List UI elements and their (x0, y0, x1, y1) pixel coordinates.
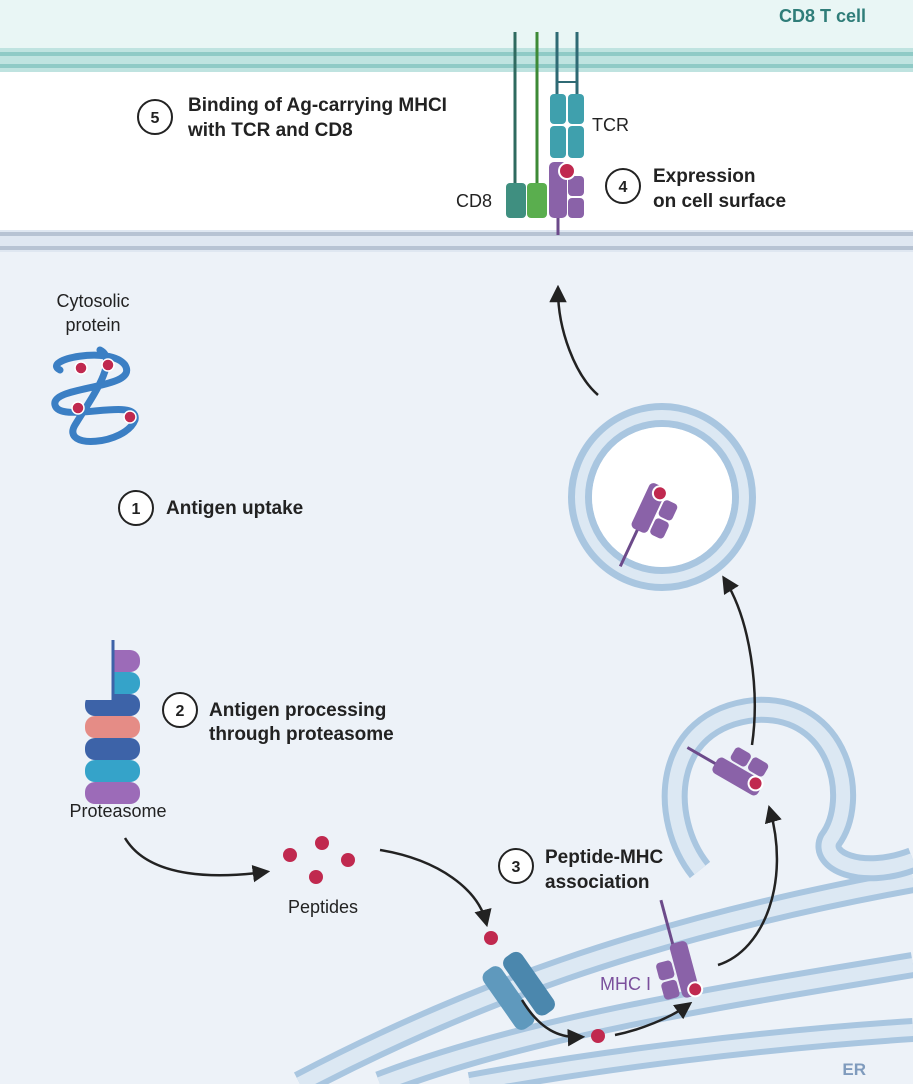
step-2-label-line2: through proteasome (209, 724, 394, 745)
step-4-number: 4 (619, 179, 628, 196)
peptides-label: Peptides (288, 897, 358, 917)
er-mhc-molecule (656, 899, 704, 1000)
arrow-vesicle-to-surface (549, 284, 599, 396)
cd8-label: CD8 (456, 191, 492, 211)
arrow-bud-to-vesicle (722, 575, 756, 746)
proteasome-icon (85, 640, 140, 804)
tcell-membrane-line-1 (0, 52, 913, 56)
step-3-label-line2: association (545, 872, 650, 893)
extracellular-space (0, 72, 913, 230)
apc-membrane-line-2 (0, 246, 913, 250)
step-1-number: 1 (132, 501, 141, 518)
step-1-label: Antigen uptake (166, 498, 303, 519)
cd8-t-cell-label: CD8 T cell (779, 6, 866, 26)
step-4-label-line1: Expression (653, 166, 755, 187)
arrow-peptides-to-tap (379, 848, 492, 928)
flow-arrows (123, 284, 782, 1047)
free-peptides (283, 836, 605, 1043)
step-3-marker: 3 (498, 848, 534, 884)
step-4-marker: 4 (605, 168, 641, 204)
cd8-coreceptor (506, 32, 547, 218)
cytosolic-protein-label-line1: Cytosolic (56, 291, 129, 311)
step-4-label-line2: on cell surface (653, 191, 786, 212)
tap-transporter (482, 951, 555, 1030)
arrow-tap-to-er (520, 999, 586, 1047)
apc-cytoplasm (0, 230, 913, 1084)
er-label: ER (842, 1060, 866, 1079)
step-1-marker: 1 (118, 490, 154, 526)
step-5-marker: 5 (137, 99, 173, 135)
step-3-number: 3 (512, 859, 521, 876)
step-2-marker: 2 (162, 692, 198, 728)
tcell-cytoplasm (0, 0, 913, 52)
arrow-proteasome-to-peptides (123, 837, 271, 883)
vesicle-mhc-molecule (618, 483, 678, 568)
proteasome-label: Proteasome (69, 801, 166, 821)
apc-membrane-line-1 (0, 232, 913, 236)
er-membrane (293, 867, 913, 1084)
arrow-mhc-to-bud (717, 804, 782, 967)
cytosolic-protein-icon (51, 346, 139, 445)
step-3-label-line1: Peptide-MHC (545, 847, 664, 868)
surface-mhc-molecule (549, 162, 584, 235)
step-5-number: 5 (151, 110, 160, 127)
step-5-label-line2: with TCR and CD8 (187, 120, 353, 141)
step-2-label-line1: Antigen processing (209, 700, 386, 721)
step-5-label-line1: Binding of Ag-carrying MHCI (188, 95, 447, 116)
tcell-membrane-outer (0, 48, 913, 72)
step-2-number: 2 (176, 703, 185, 720)
tcell-membrane-line-2 (0, 64, 913, 68)
tcr-receptor (550, 32, 584, 158)
cytosolic-protein-label-line2: protein (65, 315, 120, 335)
bud-mhc-molecule (686, 746, 769, 796)
tcr-label: TCR (592, 115, 629, 135)
mhc-i-label: MHC I (600, 974, 651, 994)
arrow-er-peptide-to-mhc (614, 1001, 693, 1037)
er-budding-vesicle (661, 696, 913, 882)
